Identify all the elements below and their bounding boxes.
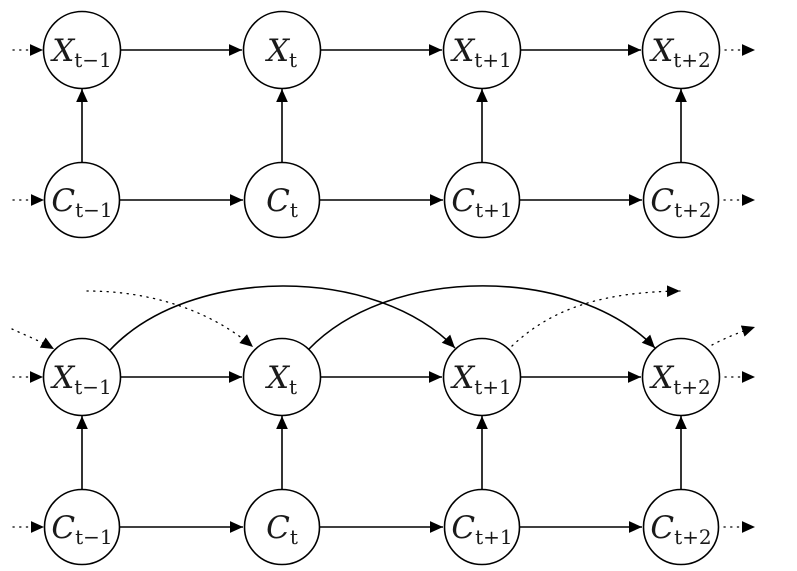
edge-arc-x-t-to-x-next2 bbox=[308, 285, 656, 350]
node-label-subscript: t−1 bbox=[74, 48, 112, 72]
edge-dotted-arc-in-x-prev bbox=[11, 328, 55, 350]
node-label-subscript: t+2 bbox=[674, 198, 712, 222]
node-label-base: X bbox=[450, 360, 476, 396]
node-label-base: C bbox=[51, 510, 75, 546]
edge-dotted-arc-in-x-t bbox=[86, 290, 254, 348]
svg-text:Ct: Ct bbox=[266, 510, 298, 549]
node-x-t-plus-2: Xt+2 bbox=[641, 337, 721, 417]
svg-text:Xt+2: Xt+2 bbox=[649, 360, 711, 399]
node-label-base: C bbox=[451, 510, 475, 546]
node-c-t-plus-2: Ct+2 bbox=[642, 488, 720, 566]
edge-dotted-arc-out-x-next bbox=[511, 285, 681, 347]
node-x-t: Xt bbox=[242, 10, 322, 90]
node-x-t-plus-1: Xt+1 bbox=[442, 337, 522, 417]
node-label-subscript: t+2 bbox=[673, 375, 711, 399]
svg-text:Ct+2: Ct+2 bbox=[650, 183, 711, 222]
svg-text:Ct+1: Ct+1 bbox=[451, 510, 512, 549]
node-c-t: Ct bbox=[243, 488, 321, 566]
node-label-subscript: t+1 bbox=[474, 48, 512, 72]
svg-text:Xt+1: Xt+1 bbox=[450, 33, 512, 72]
node-label-subscript: t+1 bbox=[474, 375, 512, 399]
node-label-subscript: t+1 bbox=[475, 198, 513, 222]
node-label-base: C bbox=[51, 183, 75, 219]
svg-text:Ct+2: Ct+2 bbox=[650, 510, 711, 549]
svg-text:Xt−1: Xt−1 bbox=[50, 33, 112, 72]
svg-text:Ct: Ct bbox=[266, 183, 298, 222]
node-label-base: X bbox=[50, 33, 76, 69]
node-x-t: Xt bbox=[242, 337, 322, 417]
node-c-t: Ct bbox=[243, 161, 321, 239]
node-label-base: X bbox=[50, 360, 76, 396]
node-label-base: C bbox=[266, 183, 290, 219]
svg-text:Xt: Xt bbox=[265, 33, 297, 72]
node-label-base: X bbox=[265, 33, 291, 69]
node-label-base: X bbox=[649, 360, 675, 396]
svg-text:Xt+1: Xt+1 bbox=[450, 360, 512, 399]
diagram-first-order: Xt−1 Xt Xt+1 Xt+2 Ct−1 Ct Ct+1 Ct+2 bbox=[12, 10, 756, 239]
node-label-base: C bbox=[650, 510, 674, 546]
edge-dotted-arc-out-x-next2 bbox=[711, 325, 756, 346]
node-x-t-minus-1: Xt−1 bbox=[42, 10, 122, 90]
node-label-base: X bbox=[265, 360, 291, 396]
node-label-base: C bbox=[650, 183, 674, 219]
node-label-subscript: t bbox=[290, 198, 298, 222]
node-x-t-plus-2: Xt+2 bbox=[641, 10, 721, 90]
node-label-subscript: t bbox=[289, 48, 297, 72]
node-c-t-plus-2: Ct+2 bbox=[642, 161, 720, 239]
node-label-subscript: t+2 bbox=[674, 525, 712, 549]
node-c-t-plus-1: Ct+1 bbox=[443, 488, 521, 566]
diagram-second-order: Xt−1 Xt Xt+1 Xt+2 Ct−1 Ct Ct+1 Ct+2 bbox=[11, 285, 756, 566]
svg-text:Ct−1: Ct−1 bbox=[51, 510, 112, 549]
svg-text:Xt+2: Xt+2 bbox=[649, 33, 711, 72]
node-label-base: C bbox=[266, 510, 290, 546]
node-label-subscript: t−1 bbox=[75, 198, 113, 222]
node-label-base: C bbox=[451, 183, 475, 219]
svg-text:Ct−1: Ct−1 bbox=[51, 183, 112, 222]
node-x-t-minus-1: Xt−1 bbox=[42, 337, 122, 417]
node-c-t-plus-1: Ct+1 bbox=[443, 161, 521, 239]
node-label-base: X bbox=[649, 33, 675, 69]
edge-arc-x-prev-to-x-next bbox=[109, 285, 456, 351]
node-x-t-plus-1: Xt+1 bbox=[442, 10, 522, 90]
node-label-subscript: t bbox=[290, 525, 298, 549]
node-label-subscript: t−1 bbox=[75, 525, 113, 549]
svg-text:Xt−1: Xt−1 bbox=[50, 360, 112, 399]
node-label-base: X bbox=[450, 33, 476, 69]
node-label-subscript: t bbox=[289, 375, 297, 399]
node-label-subscript: t+2 bbox=[673, 48, 711, 72]
node-label-subscript: t+1 bbox=[475, 525, 513, 549]
node-c-t-minus-1: Ct−1 bbox=[43, 161, 121, 239]
svg-text:Ct+1: Ct+1 bbox=[451, 183, 512, 222]
node-label-subscript: t−1 bbox=[74, 375, 112, 399]
svg-text:Xt: Xt bbox=[265, 360, 297, 399]
node-c-t-minus-1: Ct−1 bbox=[43, 488, 121, 566]
